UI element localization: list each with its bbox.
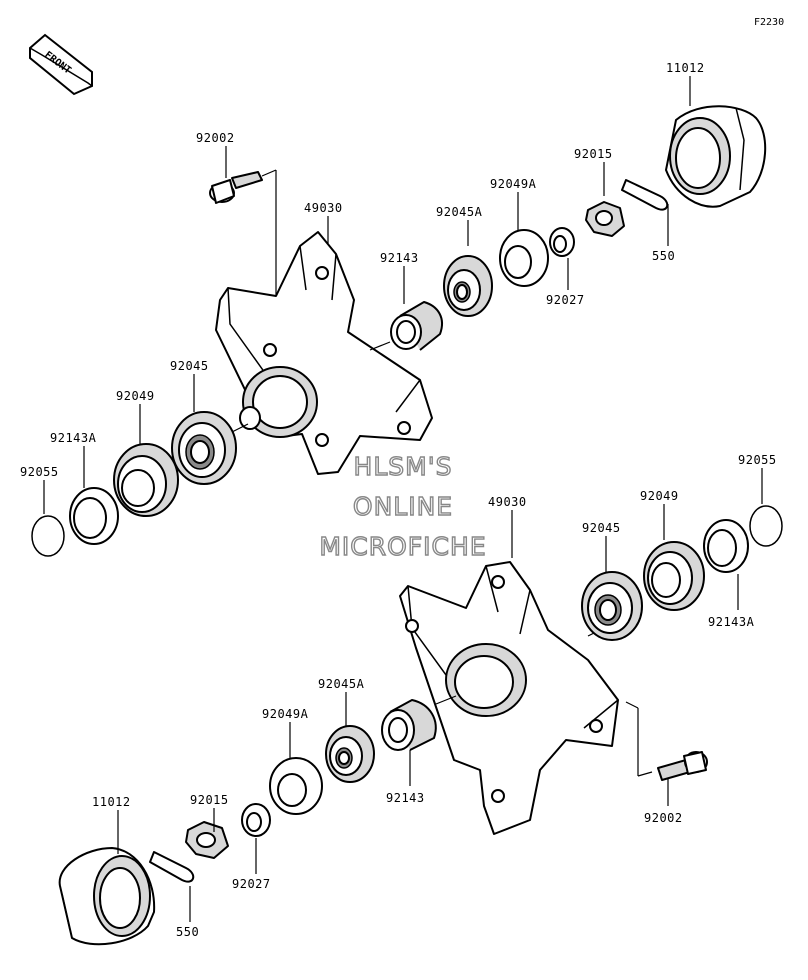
bearing-92045-top bbox=[171, 411, 249, 485]
bearing-92045A-bottom bbox=[325, 725, 375, 783]
label-92049-bottom: 92049 bbox=[640, 489, 679, 503]
figure-code: F2230 bbox=[754, 17, 784, 28]
bearing-92045A-top bbox=[443, 255, 493, 317]
label-92027-bottom: 92027 bbox=[232, 877, 271, 891]
label-92049A-top: 92049A bbox=[490, 177, 537, 191]
label-49030-bottom: 49030 bbox=[488, 495, 527, 509]
o-ring-right bbox=[749, 505, 783, 547]
o-ring-left bbox=[31, 515, 65, 557]
label-92055-right: 92055 bbox=[738, 453, 777, 467]
label-92045A-bottom: 92045A bbox=[318, 677, 365, 691]
stud-bolt-bottom bbox=[637, 751, 708, 781]
cotter-pin-bottom bbox=[149, 851, 195, 883]
label-92049A-bottom: 92049A bbox=[262, 707, 309, 721]
label-92002-bottom: 92002 bbox=[644, 811, 683, 825]
label-92002-top: 92002 bbox=[196, 131, 235, 145]
label-92045-bottom: 92045 bbox=[582, 521, 621, 535]
leader-lines bbox=[43, 76, 763, 922]
label-92049-top: 92049 bbox=[116, 389, 155, 403]
ring-92143A-top bbox=[69, 487, 119, 545]
hub-top bbox=[215, 231, 433, 475]
label-11012-top: 11012 bbox=[666, 61, 705, 75]
label-92143-top: 92143 bbox=[380, 251, 419, 265]
label-92045A-top: 92045A bbox=[436, 205, 483, 219]
label-92055-left: 92055 bbox=[20, 465, 59, 479]
seal-92049A-top bbox=[499, 229, 549, 287]
front-arrow-icon: FRONT bbox=[29, 33, 93, 96]
washer-92027-top bbox=[549, 227, 575, 257]
seal-92049-bottom bbox=[643, 541, 705, 611]
label-550-bottom: 550 bbox=[176, 925, 199, 939]
hub-cap-top bbox=[665, 105, 767, 208]
spacer-top bbox=[369, 301, 443, 351]
label-49030-top: 49030 bbox=[304, 201, 343, 215]
label-92015-bottom: 92015 bbox=[190, 793, 229, 807]
seal-92049-top bbox=[113, 443, 179, 517]
label-92015-top: 92015 bbox=[574, 147, 613, 161]
castle-nut-top bbox=[585, 201, 625, 237]
bearing-92045-bottom bbox=[581, 571, 643, 641]
watermark-line-3: MICROFICHE bbox=[319, 532, 486, 561]
spacer-bottom bbox=[381, 699, 437, 751]
stud-bolt-top bbox=[209, 169, 277, 300]
hub-bottom bbox=[399, 561, 639, 835]
washer-92027-bottom bbox=[241, 803, 271, 837]
watermark-line-1: HLSM'S bbox=[354, 452, 453, 481]
label-92027-top: 92027 bbox=[546, 293, 585, 307]
castle-nut-bottom bbox=[185, 821, 229, 859]
watermark: HLSM'S ONLINE MICROFICHE bbox=[319, 451, 487, 561]
hub-cap-bottom bbox=[58, 847, 156, 946]
ring-92143A-bottom bbox=[703, 519, 749, 573]
label-92143A-bottom: 92143A bbox=[708, 615, 755, 629]
label-11012-bottom: 11012 bbox=[92, 795, 131, 809]
cotter-pin-top bbox=[621, 179, 669, 211]
label-92143A-top: 92143A bbox=[50, 431, 97, 445]
watermark-line-2: ONLINE bbox=[353, 492, 453, 521]
label-92143-bottom: 92143 bbox=[386, 791, 425, 805]
seal-92049A-bottom bbox=[269, 757, 323, 815]
label-92045-top: 92045 bbox=[170, 359, 209, 373]
label-550-top: 550 bbox=[652, 249, 675, 263]
